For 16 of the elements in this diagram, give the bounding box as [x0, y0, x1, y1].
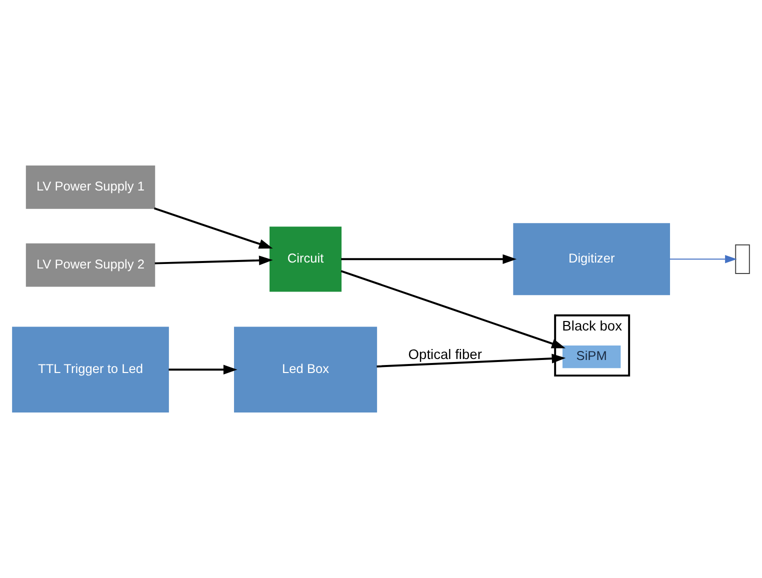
node-box: Led Box	[234, 326, 378, 413]
arrow	[168, 364, 238, 374]
arrow	[669, 255, 737, 264]
node-box: TTL Trigger to Led	[12, 326, 169, 413]
arrow	[154, 256, 273, 266]
arrow	[341, 254, 517, 264]
edge-label: Optical fiber	[408, 346, 482, 362]
arrow	[376, 354, 566, 368]
arrow	[340, 270, 566, 348]
node-box: SiPM	[562, 345, 621, 368]
node-box	[735, 244, 750, 274]
node-box: Digitizer	[513, 223, 670, 296]
node-box: LV Power Supply 2	[26, 243, 156, 287]
node-box: Circuit	[270, 226, 342, 292]
arrow	[154, 207, 273, 249]
node-box: LV Power Supply 1	[26, 165, 156, 209]
